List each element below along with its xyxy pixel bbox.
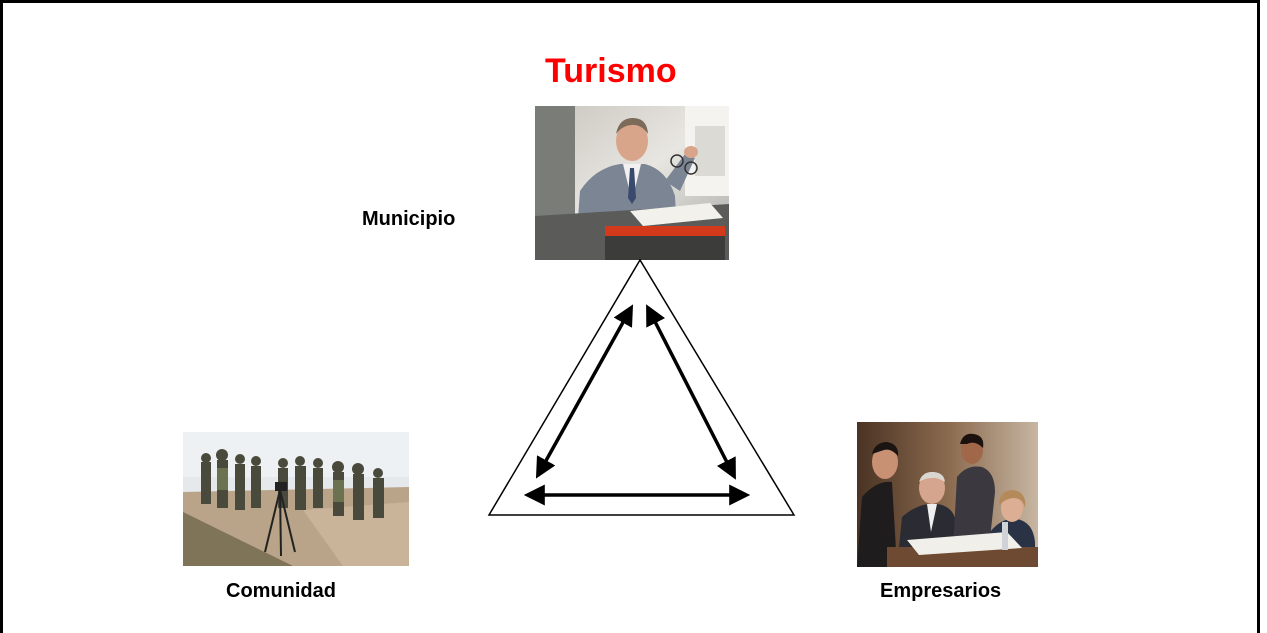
community-group-illustration	[183, 432, 409, 566]
triangle-outline	[487, 258, 796, 516]
node-label-empresarios: Empresarios	[880, 580, 1002, 602]
business-meeting-illustration	[857, 422, 1038, 567]
arrow-municipio-comunidad	[535, 304, 634, 479]
municipio-photo	[535, 106, 729, 260]
comunidad-photo	[183, 432, 409, 566]
relationship-triangle	[487, 258, 796, 516]
node-label-municipio: Municipio	[362, 208, 456, 230]
diagram-title: Turismo	[545, 52, 677, 90]
arrow-municipio-empresarios	[646, 304, 736, 480]
businessman-illustration	[535, 106, 729, 260]
node-label-comunidad: Comunidad	[226, 580, 336, 602]
empresarios-photo	[857, 422, 1038, 567]
